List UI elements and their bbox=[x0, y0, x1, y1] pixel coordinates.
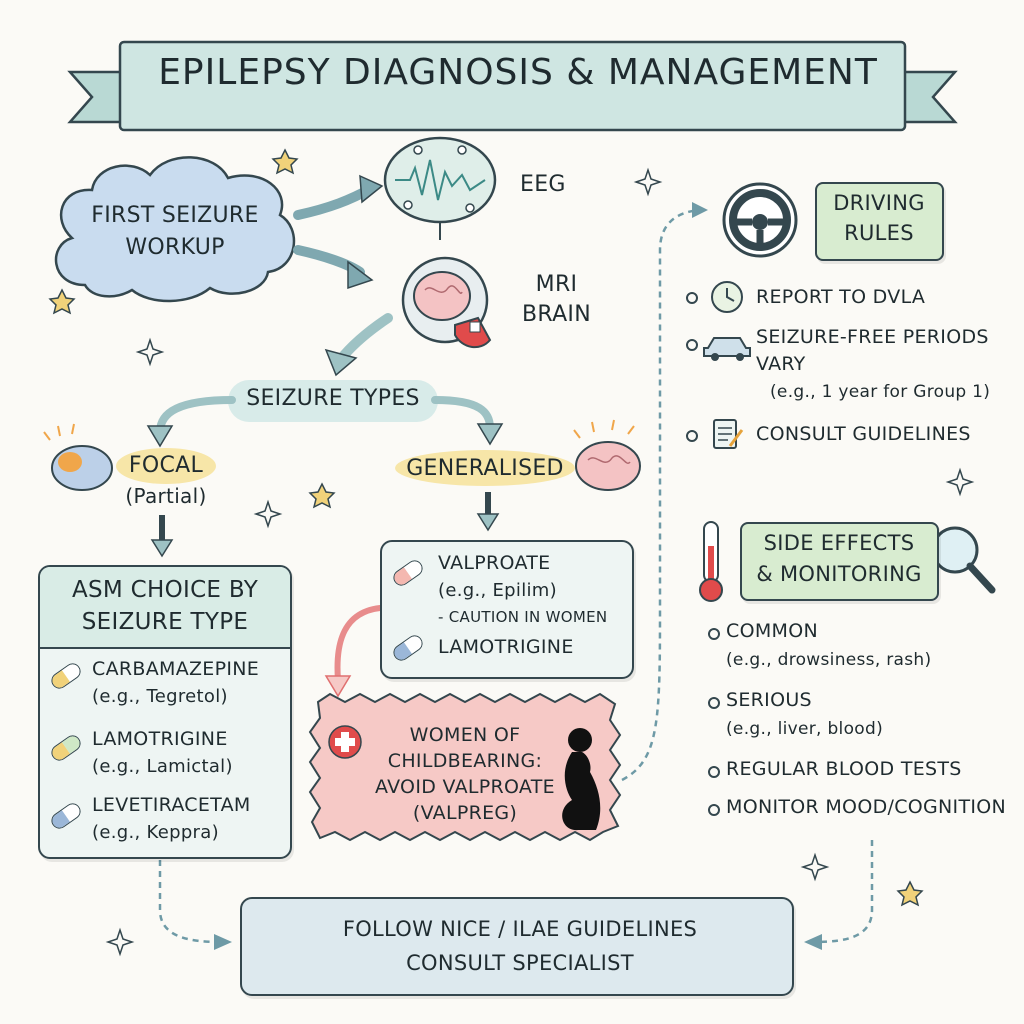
side-effects-label-box bbox=[740, 522, 939, 601]
focal-sub-label: (Partial) bbox=[125, 484, 207, 508]
asm-drug-example: (e.g., Keppra) bbox=[92, 822, 219, 843]
driving-item-cont: VARY bbox=[756, 353, 806, 375]
arrow-valproate-to-warning bbox=[334, 605, 383, 683]
footer-line2: CONSULT SPECIALIST bbox=[406, 951, 634, 975]
page-title: EPILEPSY DIAGNOSIS & MANAGEMENT bbox=[158, 52, 878, 93]
asm-drug-name: LAMOTRIGINE bbox=[92, 728, 228, 750]
magnifier-icon bbox=[931, 526, 996, 594]
thermometer-icon bbox=[699, 521, 723, 602]
eeg-label: EEG bbox=[520, 172, 566, 197]
side-effects-title-line1: SIDE EFFECTS bbox=[763, 531, 915, 555]
car-icon bbox=[703, 337, 751, 361]
bullet bbox=[708, 697, 720, 709]
bullet bbox=[708, 766, 720, 778]
driving-item: REPORT TO DVLA bbox=[756, 286, 926, 308]
side-effect-item: REGULAR BLOOD TESTS bbox=[726, 758, 962, 780]
asm-choice-title: ASM CHOICE BY SEIZURE TYPE bbox=[40, 574, 290, 638]
asm-title-line2: SEIZURE TYPE bbox=[81, 609, 249, 635]
generalised-label: GENERALISED bbox=[406, 456, 564, 481]
pregnant-woman-icon bbox=[562, 728, 601, 831]
warning-line2: CHILDBEARING: bbox=[387, 750, 543, 772]
valproate-warning: WOMEN OF CHILDBEARING: AVOID VALPROATE (… bbox=[360, 722, 570, 826]
decorative-stars bbox=[48, 148, 975, 957]
bullet bbox=[708, 804, 720, 816]
bullet bbox=[708, 628, 720, 640]
first-seizure-workup-label: FIRST SEIZURE WORKUP bbox=[70, 200, 280, 264]
side-effect-item: MONITOR MOOD/COGNITION bbox=[726, 796, 1007, 818]
seizure-types-pill bbox=[228, 380, 438, 422]
arrow-to-seizure-types bbox=[335, 313, 393, 365]
medical-cross-icon bbox=[328, 725, 362, 759]
clock-icon bbox=[711, 281, 743, 313]
lamotrigine-label: LAMOTRIGINE bbox=[438, 636, 574, 658]
guidelines-footer-text: FOLLOW NICE / ILAE GUIDELINES CONSULT SP… bbox=[330, 912, 710, 980]
guidelines-footer-box bbox=[240, 897, 794, 996]
asm-drug-name: LEVETIRACETAM bbox=[92, 794, 251, 816]
side-effects-title-line2: & MONITORING bbox=[756, 562, 922, 586]
bullet bbox=[686, 339, 698, 351]
generalised-drugs-box bbox=[380, 540, 634, 679]
first-seizure-workup-text: FIRST SEIZURE WORKUP bbox=[91, 203, 259, 260]
dashed-link-asm-footer bbox=[158, 860, 221, 944]
asm-drug-name: CARBAMAZEPINE bbox=[92, 658, 260, 680]
warning-line3: AVOID VALPROATE bbox=[375, 776, 555, 798]
driving-item: CONSULT GUIDELINES bbox=[756, 423, 971, 445]
steering-wheel-icon bbox=[722, 182, 798, 258]
side-effect-sub: (e.g., drowsiness, rash) bbox=[726, 650, 932, 670]
valproate-example: (e.g., Epilim) bbox=[438, 580, 557, 601]
driving-title-line1: DRIVING bbox=[833, 191, 925, 215]
asm-drug-example: (e.g., Lamictal) bbox=[92, 756, 233, 777]
title-banner bbox=[67, 40, 958, 132]
side-effect-item: SERIOUS bbox=[726, 689, 812, 711]
side-effect-item: COMMON bbox=[726, 620, 818, 642]
footer-line1: FOLLOW NICE / ILAE GUIDELINES bbox=[342, 917, 698, 941]
mri-label-line1: MRI bbox=[535, 272, 578, 297]
dashed-link-monitor-footer bbox=[814, 840, 874, 944]
valproate-caution: - CAUTION IN WOMEN bbox=[438, 608, 608, 626]
asm-drug-example: (e.g., Tegretol) bbox=[92, 686, 228, 707]
seizure-types-label: SEIZURE TYPES bbox=[246, 386, 420, 411]
driving-item-sub: (e.g., 1 year for Group 1) bbox=[770, 382, 991, 402]
mri-label-line2: BRAIN bbox=[522, 302, 591, 327]
warning-line4: (VALPREG) bbox=[412, 802, 518, 824]
generalised-highlight bbox=[395, 450, 575, 486]
mri-label: MRI BRAIN bbox=[522, 270, 591, 330]
focal-label: FOCAL bbox=[128, 453, 204, 478]
warning-line1: WOMEN OF bbox=[409, 724, 521, 746]
warning-burst bbox=[308, 692, 622, 842]
bullet bbox=[686, 292, 698, 304]
driving-item: SEIZURE-FREE PERIODS bbox=[756, 326, 989, 348]
asm-choice-header bbox=[40, 567, 290, 649]
focal-brain-icon bbox=[43, 423, 113, 491]
side-effects-title: SIDE EFFECTS & MONITORING bbox=[740, 528, 938, 590]
side-effect-sub: (e.g., liver, blood) bbox=[726, 719, 883, 739]
driving-rules-label-box bbox=[815, 182, 944, 261]
first-seizure-cloud bbox=[54, 156, 296, 303]
bullet bbox=[686, 430, 698, 442]
mri-brain-icon bbox=[401, 256, 492, 349]
asm-title-line1: ASM CHOICE BY bbox=[71, 577, 259, 603]
driving-rules-title: DRIVING RULES bbox=[815, 188, 943, 248]
dashed-link-warning-driving bbox=[621, 208, 701, 782]
eeg-brain-icon bbox=[383, 136, 497, 240]
driving-title-line2: RULES bbox=[844, 221, 914, 245]
valproate-label: VALPROATE bbox=[438, 552, 551, 574]
generalised-brain-icon bbox=[573, 419, 641, 491]
document-icon bbox=[713, 419, 744, 449]
focal-highlight bbox=[116, 448, 216, 484]
